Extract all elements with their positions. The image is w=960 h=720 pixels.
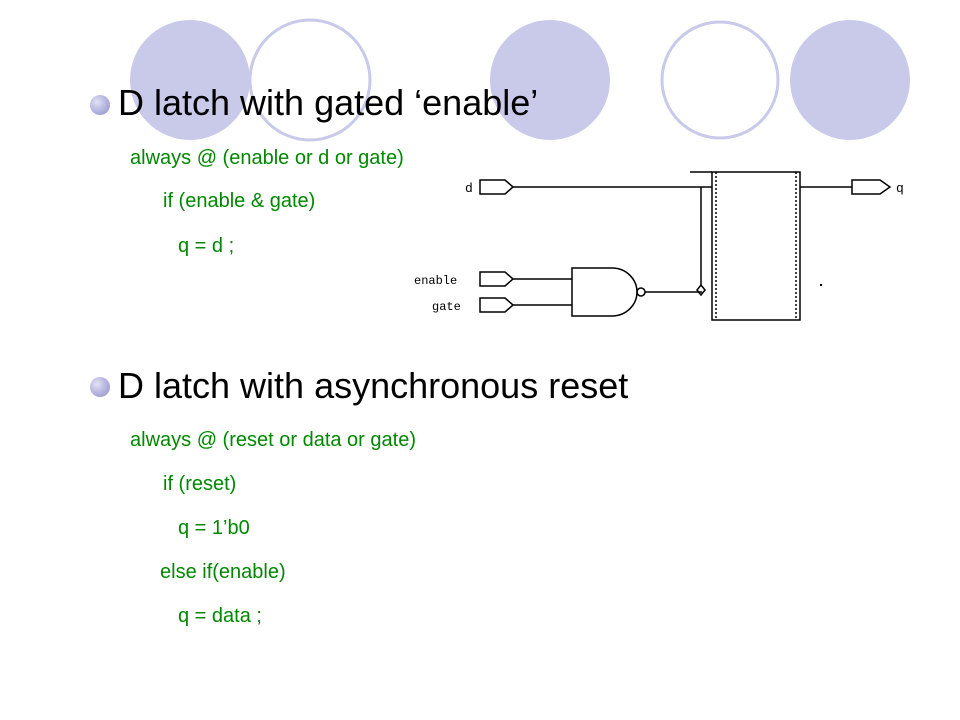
deco-circle-outline (248, 18, 372, 142)
code-line: q = d ; (178, 235, 235, 257)
input-port-gate (479, 297, 515, 313)
label-q: q (896, 181, 904, 196)
label-d: d (465, 181, 473, 196)
code-line: if (reset) (163, 473, 237, 495)
code-line: always @ (enable or d or gate) (130, 147, 404, 169)
code-line: always @ (reset or data or gate) (130, 429, 416, 451)
bullet-icon (90, 95, 110, 115)
input-port-enable (479, 271, 515, 287)
decorative-circles (130, 18, 910, 142)
deco-circle-filled (130, 20, 250, 140)
nand-gate (571, 267, 638, 317)
deco-circle-filled (490, 20, 610, 140)
bullet-icon (90, 377, 110, 397)
label-enable: enable (414, 274, 457, 288)
deco-circle-outline (660, 20, 780, 140)
code-line: q = 1’b0 (178, 517, 250, 539)
deco-circle-filled (790, 20, 910, 140)
code-line: else if(enable) (160, 561, 286, 583)
code-line: q = data ; (178, 605, 262, 627)
input-port-d (479, 179, 515, 195)
output-port-q (851, 179, 892, 195)
section1-heading: D latch with gated ‘enable’ (118, 82, 539, 123)
latch-box (711, 171, 801, 321)
code-line: if (enable & gate) (163, 190, 316, 212)
label-gate: gate (432, 300, 461, 314)
section2-heading: D latch with asynchronous reset (118, 365, 629, 406)
